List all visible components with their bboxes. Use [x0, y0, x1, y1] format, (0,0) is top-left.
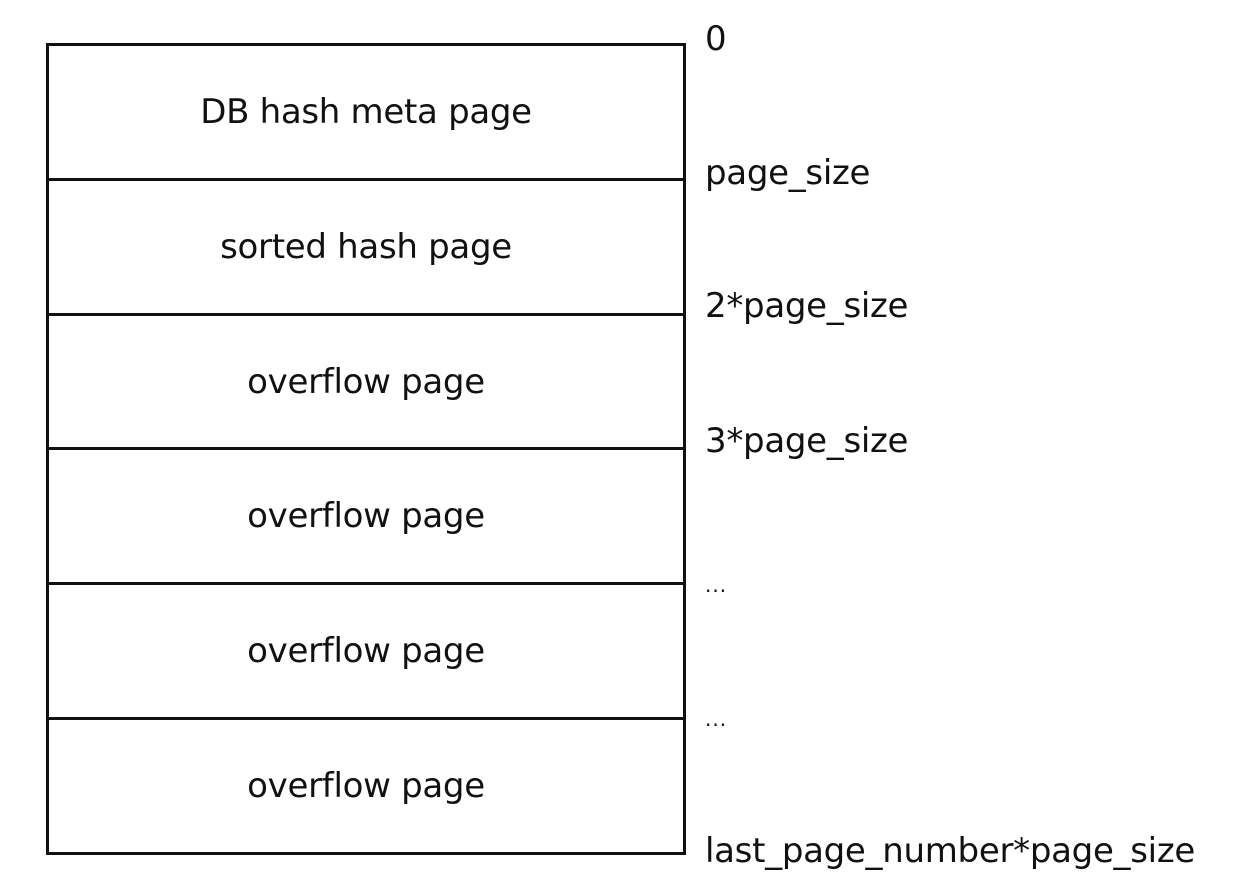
offset-label-ellipsis: ...	[705, 707, 728, 731]
sorted-hash-page-block: sorted hash page	[49, 181, 683, 316]
meta-page-block: DB hash meta page	[49, 46, 683, 181]
overflow-page-label: overflow page	[247, 361, 485, 402]
offset-label-ellipsis: ...	[705, 573, 728, 597]
offset-label-2-page-size: 2*page_size	[705, 286, 909, 326]
offset-label-zero: 0	[705, 19, 727, 59]
offset-label-last-page: last_page_number*page_size	[705, 831, 1195, 871]
overflow-page-block: overflow page	[49, 720, 683, 852]
overflow-page-label: overflow page	[247, 631, 485, 672]
offset-label-page-size: page_size	[705, 153, 871, 193]
overflow-page-block: overflow page	[49, 585, 683, 721]
overflow-page-block: overflow page	[49, 450, 683, 586]
hash-file-layout: DB hash meta page sorted hash page overf…	[46, 43, 686, 855]
offset-label-3-page-size: 3*page_size	[705, 421, 909, 461]
overflow-page-block: overflow page	[49, 316, 683, 451]
sorted-hash-page-label: sorted hash page	[220, 226, 512, 267]
meta-page-label: DB hash meta page	[200, 91, 532, 132]
overflow-page-label: overflow page	[247, 766, 485, 807]
overflow-page-label: overflow page	[247, 496, 485, 537]
